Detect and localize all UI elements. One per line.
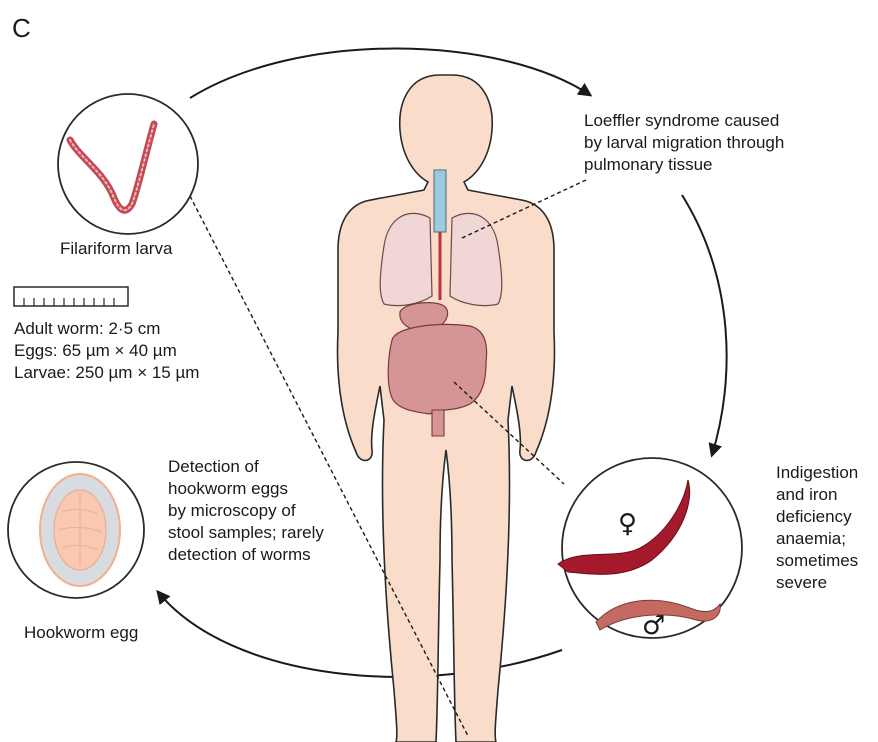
detection-line-3: by microscopy of xyxy=(168,500,324,522)
indigestion-line-6: severe xyxy=(776,572,858,594)
detection-line-2: hookworm eggs xyxy=(168,478,324,500)
measurement-eggs: Eggs: 65 µm × 40 µm xyxy=(14,340,199,362)
loeffler-label: Loeffler syndrome caused by larval migra… xyxy=(584,110,784,176)
hookworm-egg-circle xyxy=(8,462,144,598)
measurements-block: Adult worm: 2·5 cm Eggs: 65 µm × 40 µm L… xyxy=(14,318,199,384)
intestines xyxy=(388,325,486,414)
detection-line-4: stool samples; rarely xyxy=(168,522,324,544)
female-symbol: ♀ xyxy=(618,510,637,538)
detection-line-1: Detection of xyxy=(168,456,324,478)
detection-line-5: detection of worms xyxy=(168,544,324,566)
human-body xyxy=(338,75,555,742)
measurement-larvae: Larvae: 250 µm × 15 µm xyxy=(14,362,199,384)
loeffler-line-2: by larval migration through xyxy=(584,132,784,154)
indigestion-line-2: and iron xyxy=(776,484,858,506)
indigestion-label: Indigestion and iron deficiency anaemia;… xyxy=(776,462,858,594)
rectum xyxy=(432,410,444,436)
panel-letter: C xyxy=(12,14,31,42)
loeffler-line-1: Loeffler syndrome caused xyxy=(584,110,784,132)
indigestion-line-3: deficiency xyxy=(776,506,858,528)
measurement-adult-worm: Adult worm: 2·5 cm xyxy=(14,318,199,340)
detection-label: Detection of hookworm eggs by microscopy… xyxy=(168,456,324,566)
indigestion-line-1: Indigestion xyxy=(776,462,858,484)
cycle-arrow-right xyxy=(682,195,727,455)
trachea xyxy=(434,170,446,232)
cycle-arrow-top xyxy=(190,48,590,98)
ruler-scale xyxy=(14,287,128,306)
indigestion-line-5: sometimes xyxy=(776,550,858,572)
male-symbol: ♂ xyxy=(642,612,665,640)
loeffler-line-3: pulmonary tissue xyxy=(584,154,784,176)
filariform-larva-circle xyxy=(58,94,198,234)
hookworm-egg-label: Hookworm egg xyxy=(24,622,138,644)
filariform-larva-label: Filariform larva xyxy=(60,238,172,260)
indigestion-line-4: anaemia; xyxy=(776,528,858,550)
